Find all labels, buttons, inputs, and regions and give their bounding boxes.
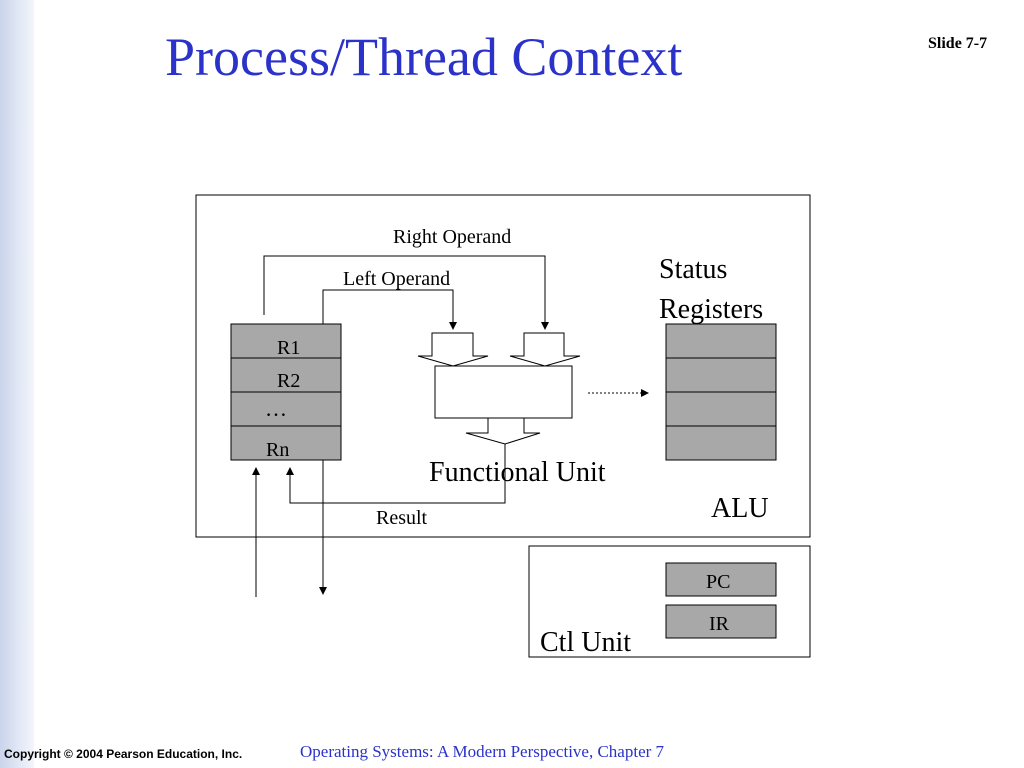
slide-title: Process/Thread Context — [165, 27, 683, 87]
decorative-sidebar — [0, 0, 34, 768]
output-port — [465, 417, 541, 445]
status-label-line1: Status — [659, 254, 727, 285]
functional-unit-body — [434, 365, 573, 419]
slide-number: Slide 7-7 — [928, 35, 988, 52]
functional-unit-label: Functional Unit — [429, 457, 606, 488]
status-register — [665, 391, 777, 427]
alu-label: ALU — [711, 493, 769, 524]
result-label: Result — [376, 507, 428, 529]
register-r1 — [230, 323, 342, 359]
right-operand-label: Right Operand — [393, 226, 511, 248]
ir-label: IR — [709, 613, 730, 635]
ir-register — [665, 604, 777, 639]
input-port-right — [509, 332, 581, 367]
register-label-r2: R2 — [277, 370, 300, 392]
left-operand-wire — [322, 289, 457, 330]
functional-unit — [417, 332, 581, 445]
register-r2 — [230, 357, 342, 393]
ctl-unit-box — [528, 545, 811, 658]
pc-label: PC — [706, 571, 730, 593]
register-file — [230, 323, 342, 461]
register-rn — [230, 425, 342, 461]
copyright-notice: Copyright © 2004 Pearson Education, Inc. — [4, 747, 243, 761]
status-label-line2: Registers — [659, 294, 763, 325]
right-operand-wire — [263, 255, 549, 330]
status-register — [665, 425, 777, 461]
register-ellipsis — [230, 391, 342, 427]
input-port-left — [417, 332, 489, 367]
ctl-unit-label: Ctl Unit — [540, 627, 631, 658]
result-wire — [286, 444, 506, 504]
status-register — [665, 357, 777, 393]
alu-box — [195, 194, 811, 538]
register-label-rn: Rn — [266, 439, 289, 461]
left-operand-label: Left Operand — [343, 268, 450, 290]
status-register — [665, 323, 777, 359]
pc-register — [665, 562, 777, 597]
register-label-ellipsis: … — [265, 396, 287, 421]
register-label-r1: R1 — [277, 337, 300, 359]
footer-book-title: Operating Systems: A Modern Perspective,… — [300, 742, 665, 761]
status-register-stack — [665, 323, 777, 461]
